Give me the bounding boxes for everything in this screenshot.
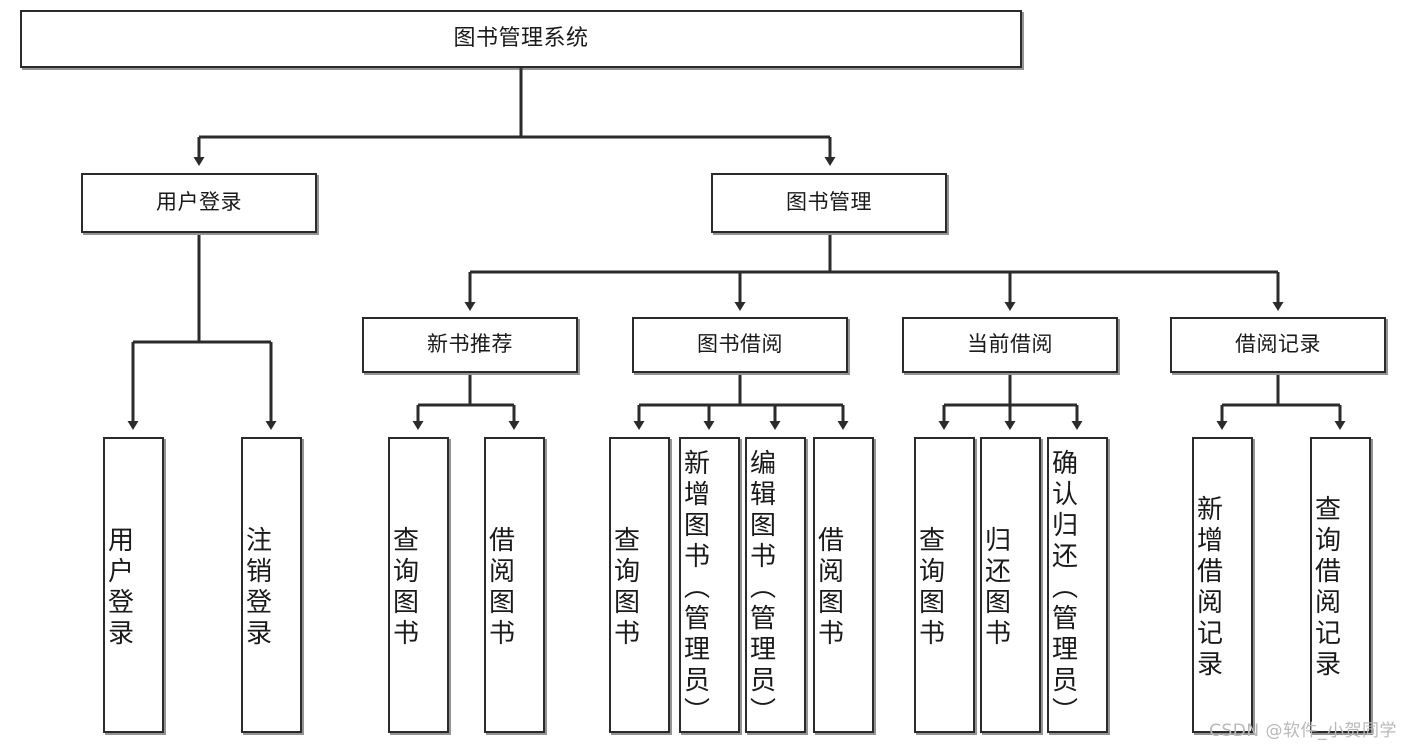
node-leaf-borrow-book-1[interactable]: 借阅图书 bbox=[484, 437, 545, 733]
node-leaf-confirm-return-label: 确认归还（管理员） bbox=[1047, 448, 1078, 728]
node-borrow-record[interactable]: 借阅记录 bbox=[1170, 317, 1386, 373]
node-borrow-record-label: 借阅记录 bbox=[1235, 332, 1321, 357]
node-leaf-query-book-1-label: 查询图书 bbox=[388, 526, 419, 650]
node-root-label: 图书管理系统 bbox=[453, 25, 589, 51]
node-current-borrow[interactable]: 当前借阅 bbox=[902, 317, 1118, 373]
node-leaf-return-book-label: 归还图书 bbox=[980, 526, 1011, 650]
node-book-borrow[interactable]: 图书借阅 bbox=[632, 317, 848, 373]
node-user-login[interactable]: 用户登录 bbox=[81, 173, 317, 233]
node-leaf-borrow-book-2[interactable]: 借阅图书 bbox=[813, 437, 874, 733]
node-leaf-edit-book[interactable]: 编辑图书（管理员） bbox=[745, 437, 806, 733]
node-leaf-add-book-label: 新增图书（管理员） bbox=[679, 448, 710, 728]
node-user-login-label: 用户登录 bbox=[156, 190, 242, 215]
node-new-book-rec-label: 新书推荐 bbox=[427, 332, 513, 357]
node-new-book-rec[interactable]: 新书推荐 bbox=[362, 317, 578, 373]
node-leaf-logout[interactable]: 注销登录 bbox=[241, 437, 302, 733]
watermark-text: CSDN @软件_小贺同学 bbox=[1209, 721, 1397, 741]
node-leaf-query-book-3-label: 查询图书 bbox=[914, 526, 945, 650]
node-book-manage-label: 图书管理 bbox=[786, 190, 872, 215]
node-leaf-query-book-2-label: 查询图书 bbox=[609, 526, 640, 650]
node-leaf-edit-book-label: 编辑图书（管理员） bbox=[745, 448, 776, 728]
node-book-manage[interactable]: 图书管理 bbox=[711, 173, 947, 233]
node-leaf-query-record[interactable]: 查询借阅记录 bbox=[1310, 437, 1371, 733]
node-leaf-return-book[interactable]: 归还图书 bbox=[980, 437, 1041, 733]
node-leaf-user-login[interactable]: 用户登录 bbox=[103, 437, 164, 733]
node-current-borrow-label: 当前借阅 bbox=[967, 332, 1053, 357]
node-root[interactable]: 图书管理系统 bbox=[20, 10, 1022, 68]
node-leaf-query-book-3[interactable]: 查询图书 bbox=[914, 437, 975, 733]
node-leaf-user-login-label: 用户登录 bbox=[103, 526, 134, 650]
node-leaf-add-record-label: 新增借阅记录 bbox=[1192, 495, 1223, 681]
node-leaf-add-book[interactable]: 新增图书（管理员） bbox=[679, 437, 740, 733]
node-leaf-add-record[interactable]: 新增借阅记录 bbox=[1192, 437, 1253, 733]
node-leaf-query-book-1[interactable]: 查询图书 bbox=[388, 437, 449, 733]
node-leaf-confirm-return[interactable]: 确认归还（管理员） bbox=[1047, 437, 1108, 733]
node-leaf-query-record-label: 查询借阅记录 bbox=[1310, 495, 1341, 681]
node-book-borrow-label: 图书借阅 bbox=[697, 332, 783, 357]
node-leaf-query-book-2[interactable]: 查询图书 bbox=[609, 437, 670, 733]
node-leaf-borrow-book-1-label: 借阅图书 bbox=[484, 526, 515, 650]
node-leaf-borrow-book-2-label: 借阅图书 bbox=[813, 526, 844, 650]
node-leaf-logout-label: 注销登录 bbox=[241, 526, 272, 650]
